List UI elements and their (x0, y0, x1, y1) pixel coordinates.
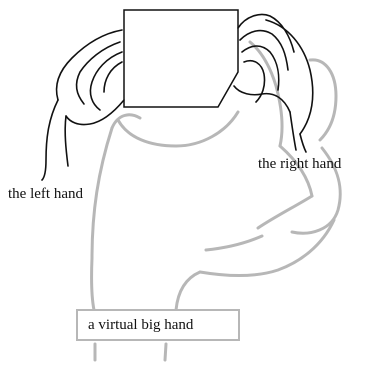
virtual-finger-4 (310, 60, 336, 140)
left-hand (42, 30, 124, 180)
right-hand-finger-2 (240, 31, 288, 70)
virtual-finger-3 (258, 196, 312, 228)
right-hand-finger-4 (244, 61, 265, 102)
left-hand-label: the left hand (8, 187, 83, 202)
left-hand-finger-4 (104, 62, 122, 92)
virtual-hand-left-contour (92, 128, 112, 310)
left-hand-palm (42, 100, 58, 180)
virtual-hand-label: a virtual big hand (88, 318, 193, 333)
right-hand-wrist (290, 112, 296, 150)
virtual-hand-left-thumb (112, 115, 140, 128)
right-hand (234, 15, 313, 153)
right-hand-wrist-outer (300, 134, 306, 152)
held-object (124, 10, 238, 107)
virtual-hand-inner-crease (206, 236, 262, 250)
left-hand-outer-finger (57, 30, 122, 100)
left-hand-wrist (65, 116, 68, 166)
right-hand-label: the right hand (258, 157, 341, 172)
virtual-hand-right-contour (176, 272, 200, 310)
left-hand-finger-2 (77, 42, 120, 104)
virtual-wrist-right (165, 344, 166, 360)
